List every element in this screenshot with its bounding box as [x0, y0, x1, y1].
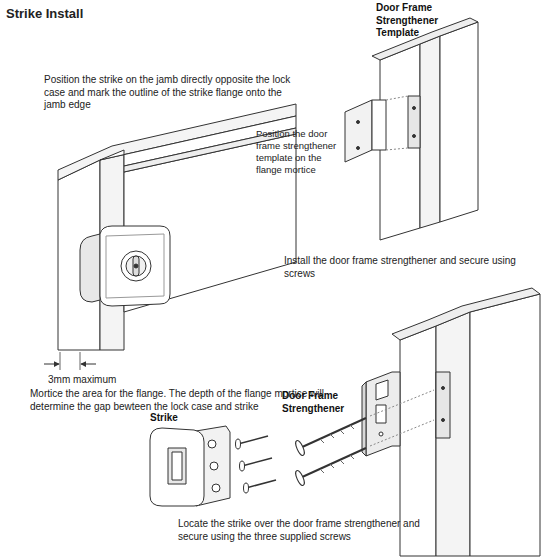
long-screws-part: [294, 469, 306, 486]
jamb-bottom-part: [436, 312, 470, 556]
door-frame-strengthener: [362, 372, 400, 456]
strike-plate-part: [168, 448, 186, 484]
strengthener-template-part: [386, 148, 408, 150]
strike-plate-part: [150, 428, 204, 506]
strike-screws-part: [244, 483, 249, 493]
dimension-arrows-part: [60, 352, 61, 370]
part-name: Door Frame Strengthener Template: [376, 2, 466, 40]
strike-screws-part: [246, 480, 276, 488]
strengthener-template-part: [345, 100, 372, 162]
lock-case-part: [80, 234, 100, 302]
dimension-arrows-part: [80, 352, 81, 370]
jamb-bottom-part: [470, 294, 540, 556]
strike-screws-part: [236, 439, 241, 449]
jamb-top-part: [413, 135, 416, 138]
strike-plate-part: [210, 462, 218, 470]
instruction-note: Position the strike on the jamb directly…: [44, 74, 306, 112]
long-screws-part: [300, 418, 366, 448]
long-screws-part: [370, 390, 434, 416]
lock-case-part: [133, 256, 139, 276]
strengthener-template-part: [357, 121, 360, 124]
jamb-top-part: [440, 22, 478, 222]
strike-screws-part: [238, 436, 268, 444]
strike-plate-part: [212, 484, 220, 492]
dimension-arrows-part: [81, 364, 96, 365]
strengthener-template-part: [372, 100, 386, 150]
lock-case: [80, 226, 170, 306]
part-name: Door Frame Strengthener: [282, 390, 362, 415]
dimension-label: 3mm maximum: [48, 374, 116, 387]
strike-screws: [236, 436, 277, 493]
door-frame-strengthener-part: [376, 405, 386, 423]
dimension-arrows-part: [44, 364, 59, 365]
door-frame-strengthener-part: [376, 380, 388, 400]
dimension-arrows: [44, 352, 96, 370]
jamb-bottom: [392, 288, 540, 556]
instruction-note: Locate the strike over the door frame st…: [178, 518, 448, 543]
instruction-note: Install the door frame strengthener and …: [284, 255, 534, 280]
long-screws-part: [300, 448, 366, 478]
jamb-bottom-part: [436, 372, 450, 438]
strike-screws-part: [240, 461, 245, 471]
long-screws-part: [320, 425, 354, 473]
strike-plate-part: [172, 452, 182, 480]
strengthener-template-part: [386, 96, 408, 100]
instruction-note: Position the door frame strengthener tem…: [256, 128, 342, 176]
lock-case-part: [121, 251, 151, 281]
door-frame-strengthener-part: [366, 372, 400, 456]
jamb-top: [372, 18, 478, 240]
long-screws-part: [294, 439, 306, 456]
jamb-top-part: [413, 107, 416, 110]
title: Strike Install: [6, 6, 83, 22]
door-frame-part: [58, 160, 100, 350]
long-screws-part: [370, 420, 434, 446]
lock-case-part: [100, 226, 170, 306]
lock-case-part: [106, 234, 164, 298]
door-frame-strengthener-part: [379, 432, 383, 436]
jamb-bottom-part: [392, 288, 540, 340]
strengthener-template: [345, 96, 408, 162]
jamb-top-part: [408, 96, 420, 148]
lock-case-part: [126, 256, 146, 276]
strike-screws-part: [242, 458, 272, 466]
jamb-bottom-part: [442, 387, 445, 390]
strike-plate-part: [208, 440, 216, 448]
jamb-bottom-part: [442, 419, 445, 422]
strike-plate: [150, 426, 230, 506]
jamb-top-part: [420, 36, 440, 228]
part-name: Strike: [150, 412, 178, 425]
lock-case-part: [134, 264, 138, 268]
strengthener-template-part: [357, 147, 360, 150]
